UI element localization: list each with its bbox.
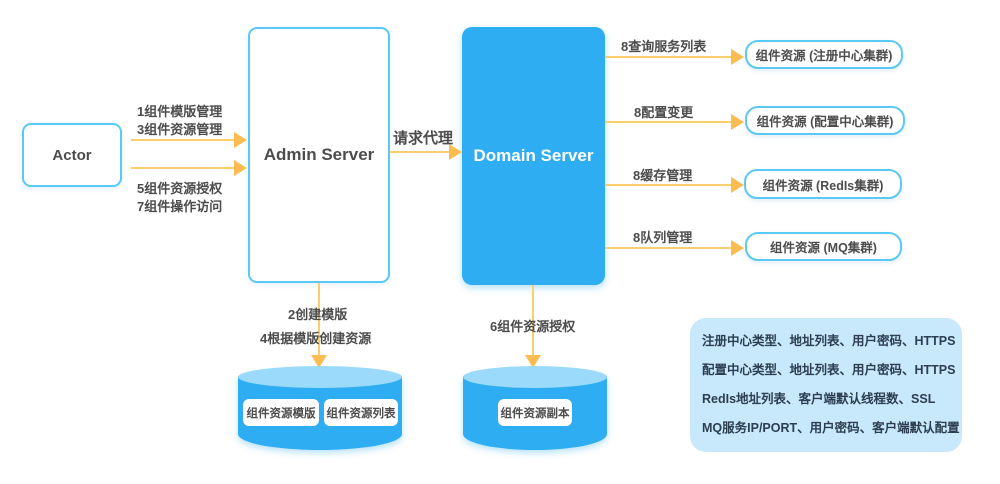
info-line-config: 配置中心类型、地址列表、用户密码、HTTPS bbox=[702, 363, 956, 377]
flow-label-config-change: 8配置变更 bbox=[634, 105, 694, 120]
admin-server-label: Admin Server bbox=[263, 145, 375, 164]
arrow-line-admin-store bbox=[318, 283, 320, 356]
arrow-head-actor-admin-top bbox=[234, 132, 247, 148]
flow-label-component-template-mgmt: 1组件模版管理 bbox=[137, 104, 223, 119]
flow-label-queue-mgmt: 8队列管理 bbox=[633, 230, 693, 245]
flow-label-component-resource-auth: 5组件资源授权 bbox=[137, 181, 223, 196]
arrow-line-actor-admin-bottom bbox=[131, 167, 235, 169]
actor-node: Actor bbox=[22, 123, 122, 187]
resource-redis-cluster: 组件资源 (RedIs集群) bbox=[744, 169, 902, 199]
actor-label: Actor bbox=[52, 146, 92, 164]
resource-config-cluster: 组件资源 (配置中心集群) bbox=[745, 106, 905, 135]
arrow-head-actor-admin-bottom bbox=[234, 160, 247, 176]
arrow-line-domain-config bbox=[605, 121, 732, 123]
resource-redis-cluster-label: 组件资源 (RedIs集群) bbox=[762, 178, 884, 193]
flow-label-create-resource-from-template: 4根据模版创建资源 bbox=[260, 331, 372, 346]
flow-label-component-resource-auth-6: 6组件资源授权 bbox=[490, 319, 576, 334]
domain-store-cylinder: 组件资源副本 bbox=[463, 366, 607, 450]
arrow-head-admin-domain bbox=[449, 144, 462, 160]
arrow-head-domain-store bbox=[525, 355, 541, 368]
store-item-resource-replica: 组件资源副本 bbox=[498, 399, 572, 426]
arrow-head-domain-config bbox=[731, 114, 744, 130]
arrow-head-admin-store bbox=[311, 355, 327, 368]
resource-registry-cluster: 组件资源 (注册中心集群) bbox=[745, 40, 903, 69]
flow-label-component-operation-access: 7组件操作访问 bbox=[137, 199, 223, 214]
flow-label-request-proxy: 请求代理 bbox=[393, 130, 454, 147]
resource-attributes-panel: 注册中心类型、地址列表、用户密码、HTTPS 配置中心类型、地址列表、用户密码、… bbox=[690, 318, 962, 452]
domain-server-node: Domain Server bbox=[462, 27, 605, 285]
admin-server-node: Admin Server bbox=[248, 27, 390, 283]
info-line-registry: 注册中心类型、地址列表、用户密码、HTTPS bbox=[702, 334, 956, 348]
arrow-head-domain-registry bbox=[731, 49, 744, 65]
store-item-resource-template-label: 组件资源模版 bbox=[246, 407, 316, 420]
flow-label-query-service-list: 8查询服务列表 bbox=[621, 39, 707, 54]
arrow-line-domain-registry bbox=[605, 56, 732, 58]
admin-store-cylinder-top bbox=[238, 366, 402, 388]
info-line-redis: RedIs地址列表、客户端默认线程数、SSL bbox=[702, 392, 936, 406]
arrow-line-domain-store bbox=[532, 285, 534, 356]
domain-store-cylinder-top bbox=[463, 366, 607, 388]
domain-server-label: Domain Server bbox=[473, 146, 594, 165]
arrow-head-domain-queue bbox=[731, 240, 744, 256]
arrow-line-domain-queue bbox=[605, 247, 732, 249]
arrow-head-domain-cache bbox=[731, 177, 744, 193]
store-item-resource-list-label: 组件资源列表 bbox=[326, 407, 396, 420]
arrow-line-actor-admin-top bbox=[131, 139, 235, 141]
store-item-resource-list: 组件资源列表 bbox=[324, 399, 398, 426]
flow-label-cache-mgmt: 8缓存管理 bbox=[633, 168, 693, 183]
store-item-resource-template: 组件资源模版 bbox=[243, 399, 319, 426]
info-line-mq: MQ服务IP/PORT、用户密码、客户端默认配置 bbox=[702, 421, 960, 435]
arrow-line-admin-domain bbox=[390, 151, 450, 153]
arrow-line-domain-cache bbox=[605, 184, 732, 186]
resource-config-cluster-label: 组件资源 (配置中心集群) bbox=[756, 115, 894, 129]
flow-label-create-template: 2创建模版 bbox=[288, 307, 348, 322]
resource-mq-cluster: 组件资源 (MQ集群) bbox=[745, 232, 902, 261]
store-item-resource-replica-label: 组件资源副本 bbox=[500, 407, 570, 420]
flow-label-component-resource-mgmt: 3组件资源管理 bbox=[137, 122, 223, 137]
resource-mq-cluster-label: 组件资源 (MQ集群) bbox=[770, 241, 877, 255]
resource-registry-cluster-label: 组件资源 (注册中心集群) bbox=[755, 49, 893, 63]
admin-store-cylinder: 组件资源模版 组件资源列表 bbox=[238, 366, 402, 450]
